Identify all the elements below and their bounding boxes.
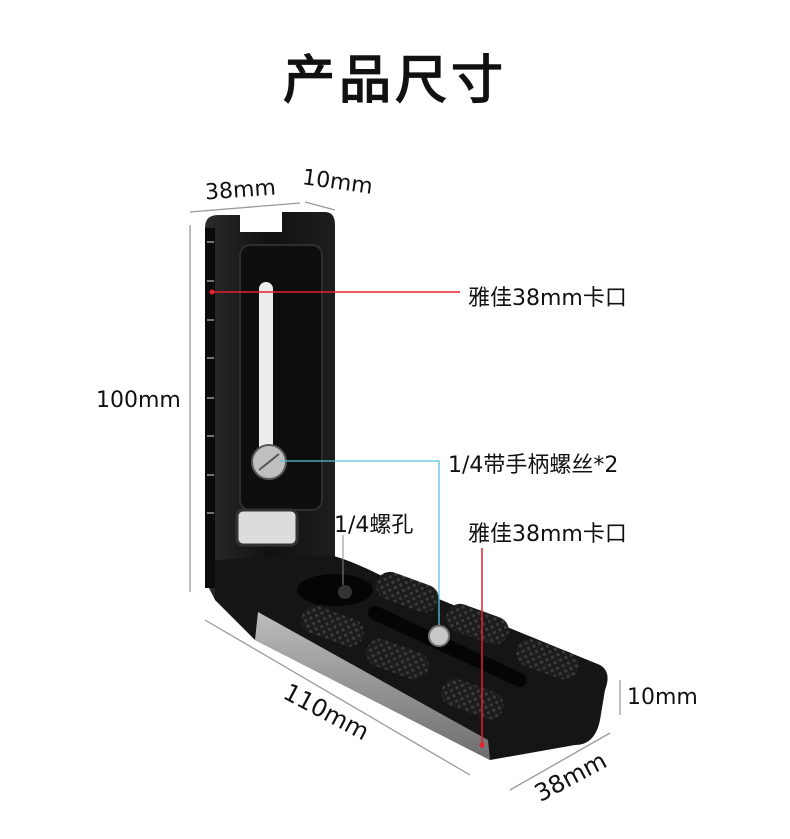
dimension-lines — [189, 201, 621, 791]
vertical-plate — [205, 212, 335, 600]
base-arca-mount-callout: 雅佳38mm卡口 — [468, 522, 627, 547]
callout-lines — [209, 289, 485, 748]
screw-hole-callout: 1/4螺孔 — [334, 513, 414, 538]
height-label: 100mm — [96, 388, 181, 413]
base-thickness-label: 10mm — [627, 685, 698, 710]
top-width-label: 38mm — [204, 175, 277, 206]
page-title: 产品尺寸 — [282, 51, 507, 111]
screw-callout: 1/4带手柄螺丝*2 — [448, 453, 619, 478]
vertical-arca-mount-callout: 雅佳38mm卡口 — [468, 286, 627, 311]
base-plate — [215, 555, 608, 760]
